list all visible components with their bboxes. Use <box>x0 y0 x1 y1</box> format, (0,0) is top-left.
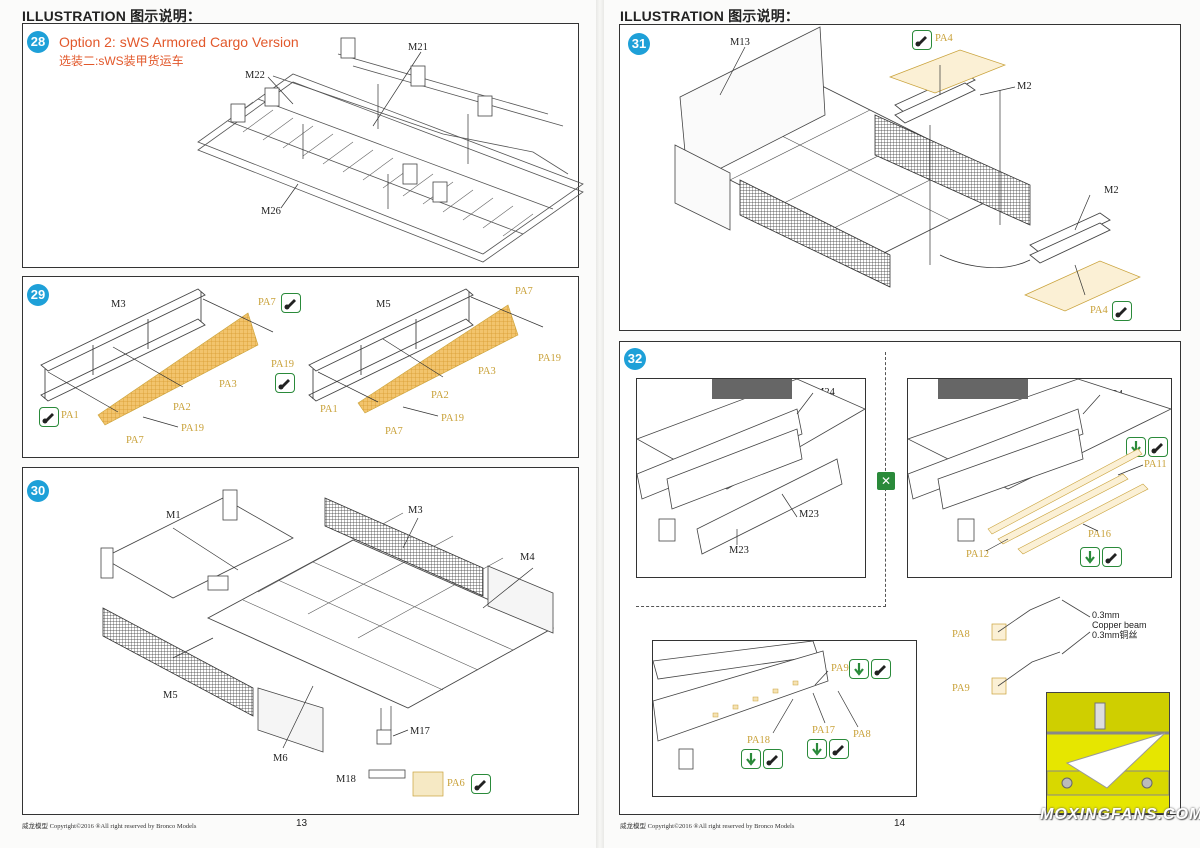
part-label-m13: M13 <box>730 37 750 48</box>
copper-wire-note-line-2: Copper beam <box>1092 620 1147 630</box>
glue-icon <box>1102 547 1122 567</box>
step-32-subpanel-a: M24 M23 M23 <box>636 378 866 578</box>
step-29-panel: 29 M3 PA7 PA19 PA3 PA2 PA1 PA7 PA19 M5 P… <box>22 276 579 458</box>
part-label-m6: M6 <box>273 753 288 764</box>
pe-label-pa8-b: PA8 <box>853 729 871 740</box>
step-30-deck-drawing <box>100 489 555 797</box>
part-label-m4: M4 <box>520 552 535 563</box>
page-number-right: 14 <box>894 818 906 829</box>
part-label-m21: M21 <box>408 42 428 53</box>
part-label-m3: M3 <box>111 299 126 310</box>
step-32-subpanel-b: M24 PA11 PA12 PA16 <box>906 378 1173 578</box>
pe-label-pa2-a: PA2 <box>173 402 191 413</box>
pe-label-pa19-c: PA19 <box>538 353 561 364</box>
step-32-side-drawing-c <box>652 640 859 770</box>
pe-label-pa18: PA18 <box>747 735 770 746</box>
step-30-badge: 30 <box>27 480 49 502</box>
part-label-m22: M22 <box>245 70 265 81</box>
pe-label-pa19-d: PA19 <box>441 413 464 424</box>
pe-label-pa7-a: PA7 <box>258 297 276 308</box>
step-31-panel: 31 M13 PA4 M2 M2 PA4 <box>619 24 1181 331</box>
step-28-chassis-drawing <box>197 37 584 263</box>
pe-label-pa9-a: PA9 <box>952 683 970 694</box>
photo-etch-bend-icon <box>849 659 869 679</box>
left-page: ILLUSTRATION 图示说明： 28 Option 2: sWS Armo… <box>0 0 598 848</box>
step-28-panel: 28 Option 2: sWS Armored Cargo Version 选… <box>22 23 584 268</box>
pe-label-pa1-a: PA1 <box>61 410 79 421</box>
pe-label-pa9-b: PA9 <box>831 663 849 674</box>
copper-wire-note: 0.3mm Copper beam 0.3mm铜丝 <box>1092 610 1147 640</box>
glue-icon <box>275 373 295 393</box>
watermark: MOXINGFANS.COM <box>1040 806 1200 823</box>
glue-icon <box>1148 437 1168 457</box>
part-label-m17: M17 <box>410 726 430 737</box>
part-label-m3-b: M3 <box>408 505 423 516</box>
right-page: ILLUSTRATION 图示说明： 31 M13 PA4 M2 M2 PA4 <box>602 0 1200 848</box>
step-31-badge: 31 <box>628 33 650 55</box>
step-29-panels-drawing <box>40 288 544 428</box>
alternative-divider-horizontal <box>636 606 886 607</box>
reference-photo-detail <box>1047 693 1169 796</box>
glue-icon <box>763 749 783 769</box>
alternative-icon: ✕ <box>877 472 895 490</box>
glue-icon <box>829 739 849 759</box>
pe-label-pa7-c: PA7 <box>515 286 533 297</box>
right-page-header: ILLUSTRATION 图示说明： <box>620 8 800 24</box>
glue-icon <box>1112 301 1132 321</box>
pe-label-pa12: PA12 <box>966 549 989 560</box>
copper-wire-note-line-3: 0.3mm铜丝 <box>1092 630 1138 640</box>
step-32-subpanel-c: PA9 PA18 PA17 PA8 <box>652 640 917 797</box>
pe-label-pa4-b: PA4 <box>1090 305 1108 316</box>
part-label-m18: M18 <box>336 774 356 785</box>
part-label-m2-a: M2 <box>1017 81 1032 92</box>
pe-label-pa2-b: PA2 <box>431 390 449 401</box>
footer-copyright-left: 威龙模型 Copyright©2016 ®All right reserved … <box>22 823 197 830</box>
part-label-m2-b: M2 <box>1104 185 1119 196</box>
pe-label-pa7-b: PA7 <box>126 435 144 446</box>
step-32-panel: 32 M24 M23 M23 ✕ <box>619 341 1181 815</box>
photo-etch-bend-icon <box>1080 547 1100 567</box>
glue-icon <box>871 659 891 679</box>
photo-etch-bend-icon <box>807 739 827 759</box>
glue-icon <box>912 30 932 50</box>
pe-label-pa4-a: PA4 <box>935 33 953 44</box>
pe-label-pa8-a: PA8 <box>952 629 970 640</box>
pe-label-pa7-d: PA7 <box>385 426 403 437</box>
part-label-m23-b: M23 <box>729 545 749 556</box>
step-32-badge: 32 <box>624 348 646 370</box>
step-29-badge: 29 <box>27 284 49 306</box>
pe-label-pa3-b: PA3 <box>478 366 496 377</box>
pe-label-pa16: PA16 <box>1088 529 1111 540</box>
part-label-m5: M5 <box>376 299 391 310</box>
page-number-left: 13 <box>296 818 308 829</box>
pe-label-pa11: PA11 <box>1144 459 1167 470</box>
glue-icon <box>39 407 59 427</box>
step-28-badge: 28 <box>27 31 49 53</box>
part-label-m5-b: M5 <box>163 690 178 701</box>
step-28-title-cn: 选装二:sWS装甲货运车 <box>59 54 184 68</box>
pe-label-pa19-b: PA19 <box>181 423 204 434</box>
part-label-m23-a: M23 <box>799 509 819 520</box>
glue-icon <box>281 293 301 313</box>
left-page-header: ILLUSTRATION 图示说明： <box>22 8 202 24</box>
book-gutter <box>596 0 604 848</box>
part-label-m1: M1 <box>166 510 181 521</box>
step-32-side-drawing-b <box>906 378 1173 555</box>
pe-label-pa6: PA6 <box>447 778 465 789</box>
pe-label-pa3-a: PA3 <box>219 379 237 390</box>
step-30-panel: 30 M1 M3 M4 M5 M6 M17 M18 PA6 <box>22 467 579 815</box>
step-28-title-en: Option 2: sWS Armored Cargo Version <box>59 34 299 50</box>
copper-wire-note-line-1: 0.3mm <box>1092 610 1120 620</box>
footer-copyright-right: 威龙模型 Copyright©2016 ®All right reserved … <box>620 823 795 830</box>
step-32-wire-detail <box>991 596 1091 695</box>
pe-label-pa17: PA17 <box>812 725 835 736</box>
reference-photo <box>1046 692 1170 814</box>
pe-label-pa19-a: PA19 <box>271 359 294 370</box>
glue-icon <box>471 774 491 794</box>
part-label-m26: M26 <box>261 206 281 217</box>
photo-etch-bend-icon <box>741 749 761 769</box>
step-31-cargo-bed-drawing <box>674 26 1141 312</box>
step-32-side-drawing-a <box>636 378 866 555</box>
pe-label-pa1-b: PA1 <box>320 404 338 415</box>
